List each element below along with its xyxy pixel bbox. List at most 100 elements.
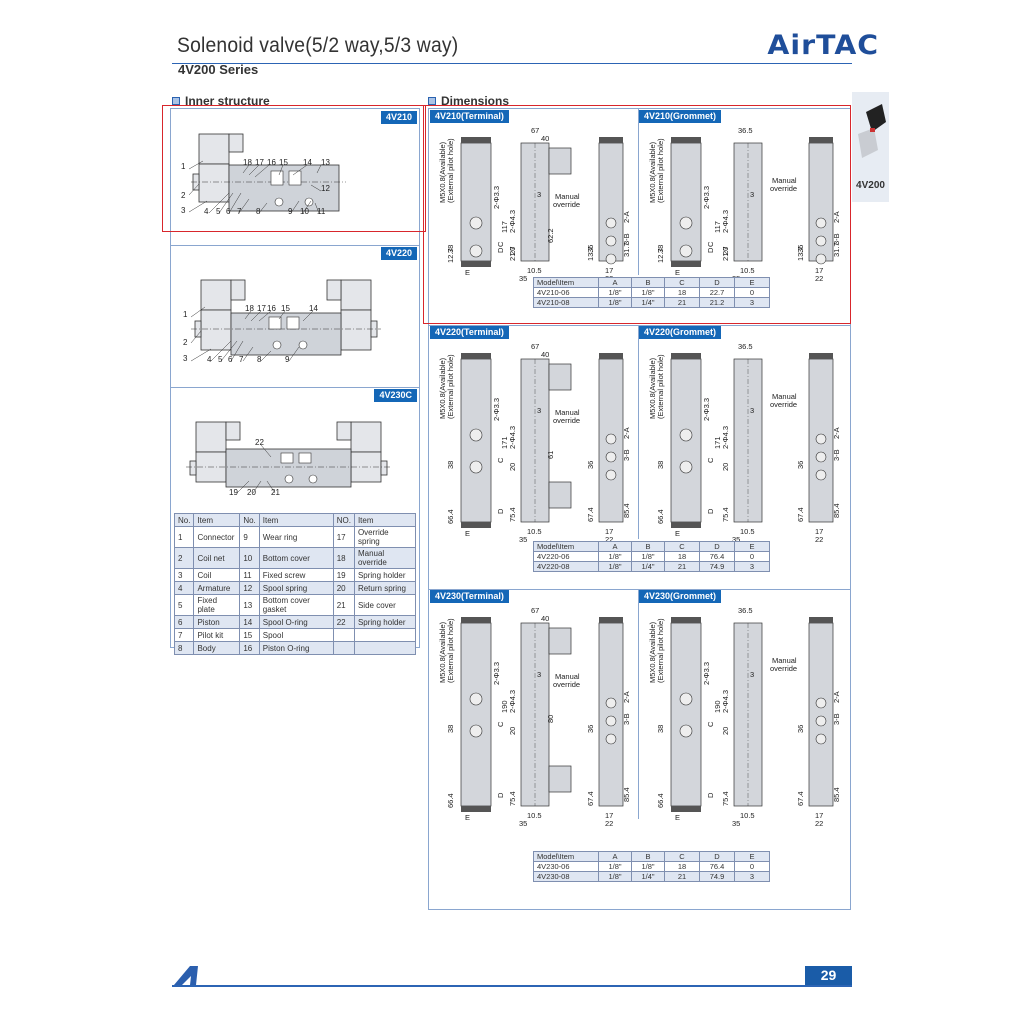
model-cell: 4V230-08 xyxy=(533,871,599,882)
callout-label: 6 xyxy=(228,355,233,364)
port-2a-label: 2-A xyxy=(832,691,841,703)
model-cell: 4V210-06 xyxy=(533,287,599,298)
value-cell: 0 xyxy=(734,287,770,298)
callout-leader xyxy=(278,310,286,320)
width-label: 40 xyxy=(541,614,549,623)
m5-label: M5X0.8(Available) xyxy=(438,621,447,683)
callout-label: 19 xyxy=(229,488,238,497)
e-label: E xyxy=(675,268,680,277)
part-name: Connector xyxy=(193,526,241,548)
hole-33-label: 2-Φ3.3 xyxy=(492,398,501,421)
callout-leader xyxy=(190,306,206,318)
port-circle xyxy=(815,697,827,709)
model-cell: Model\Item xyxy=(533,541,599,552)
value-cell: 1/8" xyxy=(631,287,665,298)
connector-cap xyxy=(599,617,623,623)
callout-label: 18 xyxy=(243,158,252,167)
value-cell: 0 xyxy=(734,861,770,872)
height-label: 117 xyxy=(500,221,509,233)
dimension-label: 20 xyxy=(721,247,730,255)
part-number: 5 xyxy=(173,594,195,616)
external-pilot-label: (External pilot hole) xyxy=(656,138,665,203)
callout-leader xyxy=(190,330,202,344)
connector-cap xyxy=(461,617,491,623)
terminal-view-tag: 4V220(Terminal) xyxy=(430,326,509,339)
terminal-box xyxy=(548,147,572,175)
base-cap xyxy=(671,522,701,528)
callout-leader xyxy=(278,164,284,176)
part-name xyxy=(353,628,417,642)
height-label: 171 xyxy=(713,436,722,449)
hole-43-label: 2-Φ4.3 xyxy=(508,426,517,449)
port-circle xyxy=(605,715,617,727)
callout-leader xyxy=(248,164,260,176)
dimension-label: 17 xyxy=(605,811,613,820)
port-3b-label: 3-B xyxy=(832,449,841,461)
callout-label: 14 xyxy=(309,304,318,313)
valve-photo-icon xyxy=(852,92,889,172)
callout-label: 14 xyxy=(303,158,312,167)
part-name: Override spring xyxy=(353,526,417,548)
dimension-label: 31.7 xyxy=(622,242,631,257)
callout-label: 17 xyxy=(257,304,266,313)
part-number: 7 xyxy=(173,628,195,642)
part-name: Return spring xyxy=(353,581,417,595)
dimension-label: 17 xyxy=(815,266,823,275)
grommet-drawing: M5X0.8(Available)(External pilot hole)2-… xyxy=(648,606,841,828)
dimension-label: 67.4 xyxy=(586,791,595,806)
callout-leader xyxy=(292,164,308,176)
connector-cap xyxy=(809,353,833,359)
callout-label: 22 xyxy=(255,438,264,447)
value-cell: A xyxy=(598,277,632,288)
value-cell: 18 xyxy=(664,861,700,872)
footer-rule xyxy=(172,985,852,987)
dimension-label: 35 xyxy=(732,819,740,828)
callout-label: 5 xyxy=(216,207,221,216)
port-2a-label: 2-A xyxy=(622,691,631,703)
value-cell: B xyxy=(631,851,665,862)
port-circle xyxy=(815,469,827,481)
dimension-label: 38 xyxy=(446,725,455,733)
port-circle xyxy=(679,216,693,230)
value-cell: 3 xyxy=(734,561,770,572)
part-number: 10 xyxy=(239,547,260,569)
base-cap xyxy=(461,522,491,528)
height-label: 117 xyxy=(713,221,722,233)
callout-label: 15 xyxy=(279,158,288,167)
callout-label: 10 xyxy=(300,207,309,216)
m5-label: M5X0.8(Available) xyxy=(438,357,447,419)
port-circle xyxy=(469,244,483,258)
hole-43-label: 2-Φ4.3 xyxy=(721,690,730,713)
value-cell: 76.4 xyxy=(699,861,735,872)
width-label: 36.5 xyxy=(738,606,753,615)
value-cell: 1/8" xyxy=(631,861,665,872)
model-cell: 4V220-06 xyxy=(533,551,599,562)
part-name: Wear ring xyxy=(258,526,334,548)
brand-logo: AirTAC xyxy=(767,30,880,61)
width-label: 40 xyxy=(541,350,549,359)
dimensions-panel: 4V210(Terminal)M5X0.8(Available)(Externa… xyxy=(428,108,851,910)
part-number: 2 xyxy=(173,547,195,569)
dimension-label: 3 xyxy=(537,670,541,679)
c-label: C xyxy=(706,721,715,727)
override-label: override xyxy=(770,184,797,193)
callout-label: 5 xyxy=(218,355,223,364)
callout-leader xyxy=(210,340,232,362)
callout-label: 16 xyxy=(267,158,276,167)
port-3b-label: 3-B xyxy=(832,713,841,725)
part-number: 22 xyxy=(332,615,355,629)
port-circle xyxy=(679,692,693,706)
port-circle xyxy=(815,715,827,727)
dimension-label: 10.5 xyxy=(740,527,755,536)
callout-label: 9 xyxy=(285,355,290,364)
external-pilot-label: (External pilot hole) xyxy=(656,618,665,683)
